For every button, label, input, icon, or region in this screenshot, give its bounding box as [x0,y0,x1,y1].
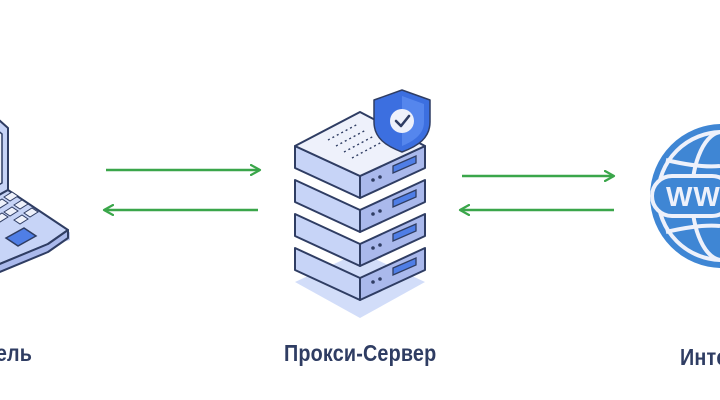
server-stack-icon [294,111,426,318]
node-label-client: тель [0,340,33,366]
node-label-proxy: Прокси-Сервер [284,340,437,366]
shield-check-icon [373,89,431,153]
laptop-icon [0,119,70,273]
node-label-internet: Инте [680,344,720,370]
globe-www-icon: WW [650,124,720,268]
globe-www-text: WW [666,181,720,212]
